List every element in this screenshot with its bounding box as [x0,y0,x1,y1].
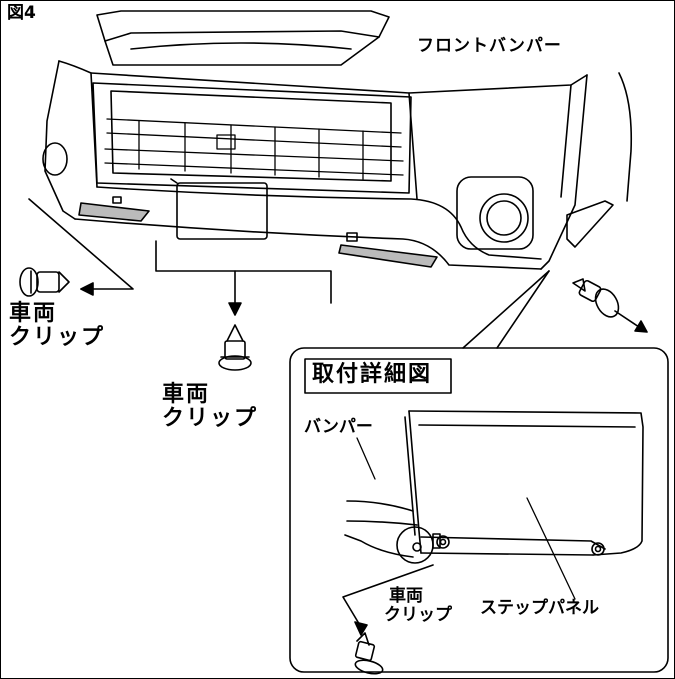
detail-step-panel [344,410,644,564]
detail-title-box [304,358,452,394]
vehicle-clip-label-center: 車両 クリップ [162,382,259,432]
right-clip-icon [572,278,620,318]
vehicle-clip-label-detail: 車両 クリップ [384,587,452,624]
vehicle-clip-label-detail-line2: クリップ [384,604,452,625]
grille-bars [104,118,404,180]
vehicle-clip-label-left-line1: 車両 [9,301,58,326]
figure-number-label: 図4 [7,3,36,23]
left-clip-callout [28,198,134,296]
center-clip-callout [155,240,332,316]
vehicle-clip-label-left-line2: クリップ [9,325,106,351]
detail-title: 取付詳細図 [312,362,433,387]
detail-leader-lines [462,270,550,349]
center-clip-icon [218,324,252,371]
detail-leaders [356,437,576,600]
front-bumper-illustration [42,10,633,270]
right-clip-arrow [614,310,648,333]
left-clip-icon [19,267,70,297]
detail-clip-callout [342,564,434,636]
detail-clip-icon [354,632,384,675]
vehicle-clip-label-detail-line1: 車両 [389,586,423,606]
detail-box [289,347,669,673]
step-panel-label: ステップパネル [480,598,599,618]
detail-bumper-label: バンパー [304,417,373,437]
front-bumper-label: フロントバンパー [417,36,562,56]
vehicle-clip-label-left: 車両 クリップ [9,301,106,351]
vehicle-clip-label-center-line1: 車両 [162,382,211,407]
vehicle-clip-label-center-line2: クリップ [162,406,259,432]
